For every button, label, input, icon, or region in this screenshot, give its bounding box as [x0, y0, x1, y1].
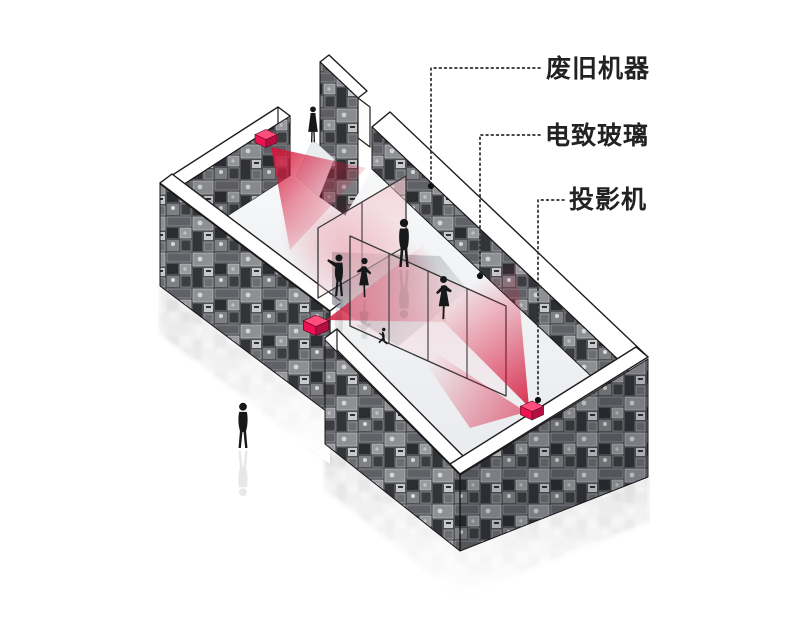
wall-se-top-band: [449, 346, 649, 475]
leader-lines: [427, 67, 565, 404]
projection-cone-top-left: [271, 147, 366, 250]
leader-line-electrochromic-glass: [479, 134, 541, 274]
projection-cone-bottom-floor: [404, 332, 526, 428]
glass-panels: [349, 235, 507, 397]
wall-ne-long: [371, 111, 649, 412]
leader-line-projector: [537, 199, 565, 398]
leader-dot-waste-machines: [427, 182, 435, 190]
leader-dot-projector: [534, 396, 542, 404]
label-projector: 投影机: [569, 185, 647, 214]
person-outside: [238, 402, 248, 449]
wall-upper-left: [159, 106, 346, 415]
wall-lower-right: [324, 328, 649, 552]
person-top-gap: [308, 106, 318, 143]
reflection-fade: [325, 444, 460, 598]
leader-dot-electrochromic-glass: [476, 272, 484, 280]
label-waste-machines: 废旧机器: [546, 54, 650, 83]
reflection-fade: [460, 477, 648, 598]
label-electrochromic-glass: 电致玻璃: [545, 121, 649, 150]
reflection-fade: [160, 287, 330, 464]
person-reflection: [238, 450, 248, 497]
leader-line-waste-machines: [430, 67, 541, 184]
